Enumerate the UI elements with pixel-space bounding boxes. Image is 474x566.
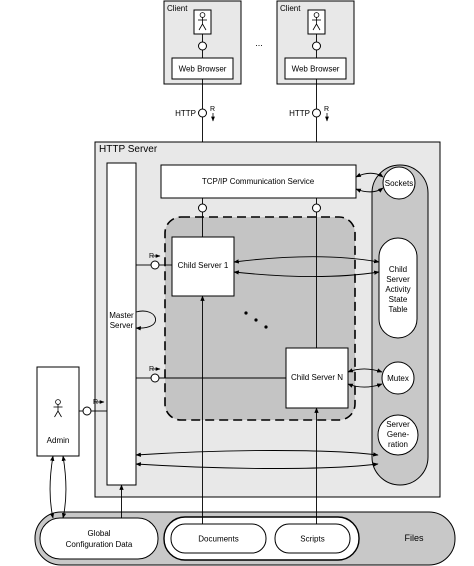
client-2-request-arrow-icon: R — [324, 106, 329, 122]
master-server-label-line2: Server — [110, 321, 134, 330]
client-1-web-browser-label: Web Browser — [179, 65, 227, 74]
child-server-1-label: Child Server 1 — [178, 261, 229, 270]
tcpip-sockets-arrow-2 — [355, 187, 384, 193]
files-label: Files — [404, 533, 424, 543]
tcpip-port-2 — [312, 203, 321, 213]
activity-table-label-line5: Table — [388, 305, 408, 314]
documents-file — [170, 523, 267, 554]
global-config-label-line1: Global — [87, 529, 110, 538]
admin-master-connector: R — [79, 399, 107, 416]
child-n-mutex-arrow-2 — [347, 383, 383, 388]
client-2-port — [312, 41, 321, 51]
master-server-generation-arrow-2 — [135, 462, 379, 469]
tcpip-port-1 — [198, 203, 207, 213]
master-server — [106, 162, 137, 486]
client-2-user-icon — [307, 9, 326, 35]
mutex: Mutex — [381, 361, 415, 395]
client-2-web-browser — [284, 57, 347, 80]
child-1-activity-table-arrow-2 — [233, 270, 380, 277]
tcpip-sockets-arrow — [355, 172, 384, 178]
master-server-loop-arrow — [135, 310, 157, 331]
client-1-http-label: HTTP — [175, 109, 196, 118]
tcpip-service-label: TCP/IP Communication Service — [202, 177, 315, 186]
client-2-http-label: HTTP — [289, 109, 310, 118]
server-generation-label-line3: ration — [388, 440, 408, 449]
child-server-n-label: Child Server N — [291, 373, 343, 382]
svg-text:R: R — [324, 106, 329, 113]
child-1-activity-table-arrow — [233, 256, 380, 264]
activity-table-label-line1: Child — [389, 265, 407, 274]
client-1-label: Client — [167, 4, 188, 13]
client-1: Client Web Browser — [163, 0, 242, 85]
mutex-label: Mutex — [387, 374, 409, 383]
child-server-1 — [171, 236, 235, 297]
tcpip-communication-service — [160, 164, 357, 199]
admin-global-config-arrow — [49, 455, 55, 519]
server-generation-label-line2: Gene- — [387, 430, 410, 439]
activity-table-label-line2: Server — [386, 275, 410, 284]
master-to-child-1-connector: R — [136, 253, 172, 270]
client-1-port — [198, 41, 207, 51]
client-2-label: Client — [280, 4, 301, 13]
documents-label: Documents — [198, 535, 238, 544]
client-2: Client Web Browser — [276, 0, 355, 85]
scripts-label: Scripts — [300, 535, 324, 544]
admin-global-config-arrow-2 — [61, 455, 67, 519]
clients-ellipsis: ... — [255, 38, 263, 48]
http-server-title: HTTP Server — [99, 144, 158, 155]
admin-label: Admin — [47, 436, 70, 445]
sockets: Sockets — [382, 166, 416, 200]
child-servers-ellipsis — [244, 311, 268, 329]
master-server-generation-arrow — [135, 450, 379, 457]
client-2-web-browser-label: Web Browser — [292, 65, 340, 74]
server-generation: Server Gene- ration — [377, 414, 419, 456]
child-n-mutex-arrow — [347, 368, 383, 373]
activity-table-label-line3: Activity — [385, 285, 410, 294]
svg-text:R: R — [210, 106, 215, 113]
svg-text:R: R — [149, 253, 154, 260]
client-1-user-icon — [193, 9, 212, 35]
svg-text:R: R — [93, 399, 98, 406]
global-config-label-line2: Configuration Data — [66, 540, 133, 549]
child-server-n — [285, 347, 349, 409]
master-to-child-n-connector: R — [136, 366, 286, 383]
activity-table-label-line4: State — [389, 295, 408, 304]
global-configuration-data — [39, 517, 159, 560]
admin-user-icon — [53, 399, 63, 418]
sockets-label: Sockets — [385, 179, 413, 188]
scripts-file — [274, 523, 351, 554]
child-server-activity-state-table: Child Server Activity State Table — [378, 237, 418, 339]
client-1-request-arrow-icon: R — [210, 106, 215, 122]
master-server-label-line1: Master — [109, 311, 134, 320]
server-generation-label-line1: Server — [386, 420, 410, 429]
svg-text:R: R — [149, 366, 154, 373]
